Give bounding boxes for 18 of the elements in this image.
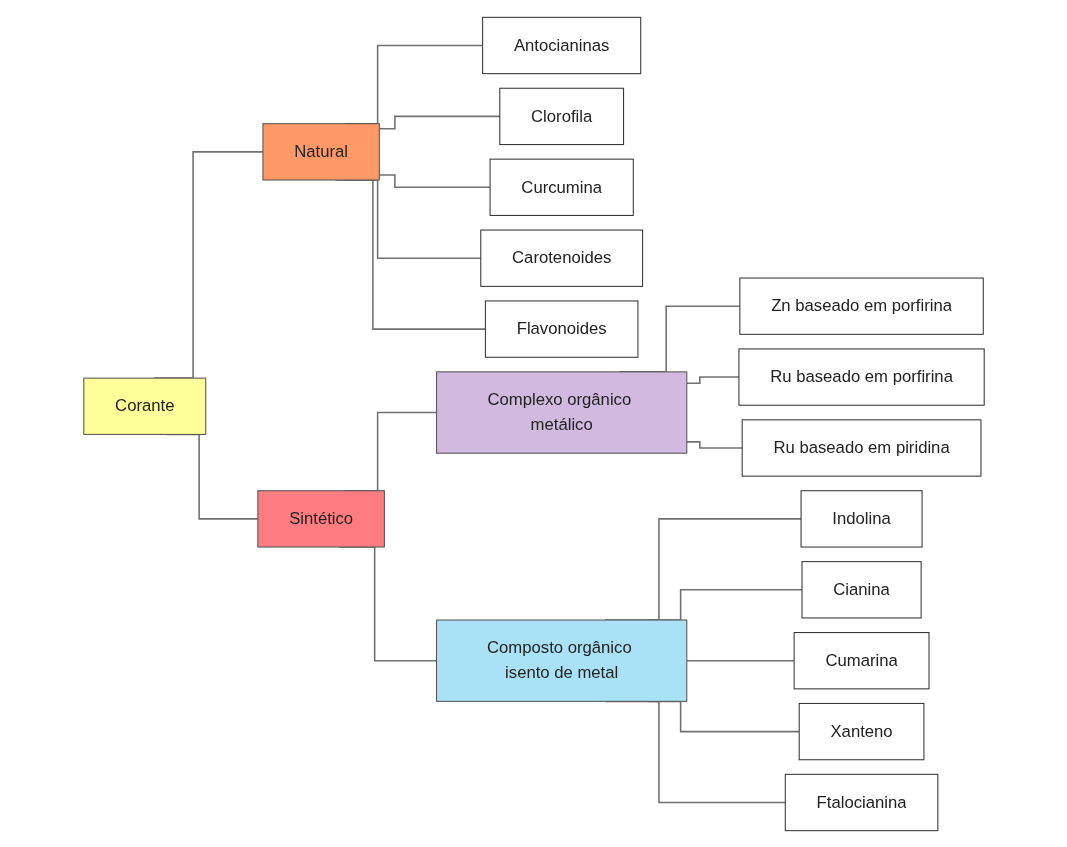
node-box: Indolina xyxy=(800,489,923,548)
node-box: Carotenoides xyxy=(479,229,643,287)
node-box: Ru baseado em piridina xyxy=(741,418,981,477)
node-box: Corante xyxy=(82,377,206,435)
node-box: Ftalocianina xyxy=(784,773,938,831)
node-box: Flavonoides xyxy=(484,299,638,358)
node-box: Curcumina xyxy=(489,158,634,216)
node-box: Xanteno xyxy=(798,702,924,760)
node-box: Natural xyxy=(261,122,380,181)
node-box: Cumarina xyxy=(793,631,930,689)
node-box: Composto orgânico isento de metal xyxy=(435,619,687,702)
node-box: Zn baseado em porfirina xyxy=(738,277,984,335)
node-box: Complexo orgânico metálico xyxy=(435,370,687,454)
node-box: Sintético xyxy=(256,489,385,548)
node-box: Clorofila xyxy=(498,87,624,145)
node-box: Antocianinas xyxy=(481,16,641,74)
node-box: Cianina xyxy=(800,560,922,618)
node-box: Ru baseado em porfirina xyxy=(737,347,985,406)
